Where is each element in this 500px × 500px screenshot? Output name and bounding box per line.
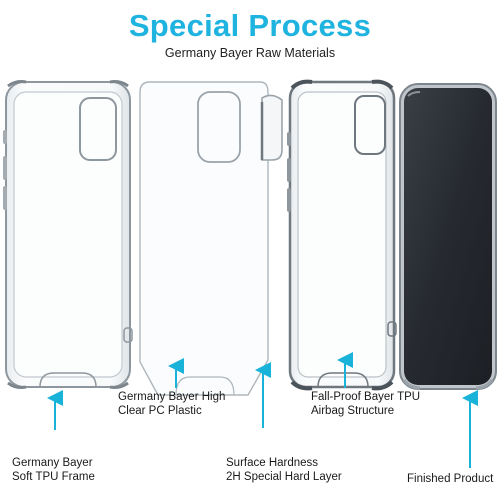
tpu-frame-case — [3, 80, 133, 389]
page-subtitle: Germany Bayer Raw Materials — [164, 46, 336, 60]
label-frame: Germany Bayer Soft TPU Frame — [12, 457, 95, 483]
page-title: Special Process — [128, 8, 372, 43]
label-finished: Finished Product — [407, 473, 494, 485]
hard-layer-piece — [260, 94, 283, 161]
pc-plastic-plate — [139, 81, 269, 396]
label-airbag: Fall-Proof Bayer TPU Airbag Structure — [311, 391, 421, 417]
label-pc: Germany Bayer High Clear PC Plastic — [118, 391, 226, 417]
airbag-case — [287, 79, 397, 391]
label-hardness: Surface Hardness 2H Special Hard Layer — [226, 457, 342, 483]
finished-product — [399, 83, 497, 390]
